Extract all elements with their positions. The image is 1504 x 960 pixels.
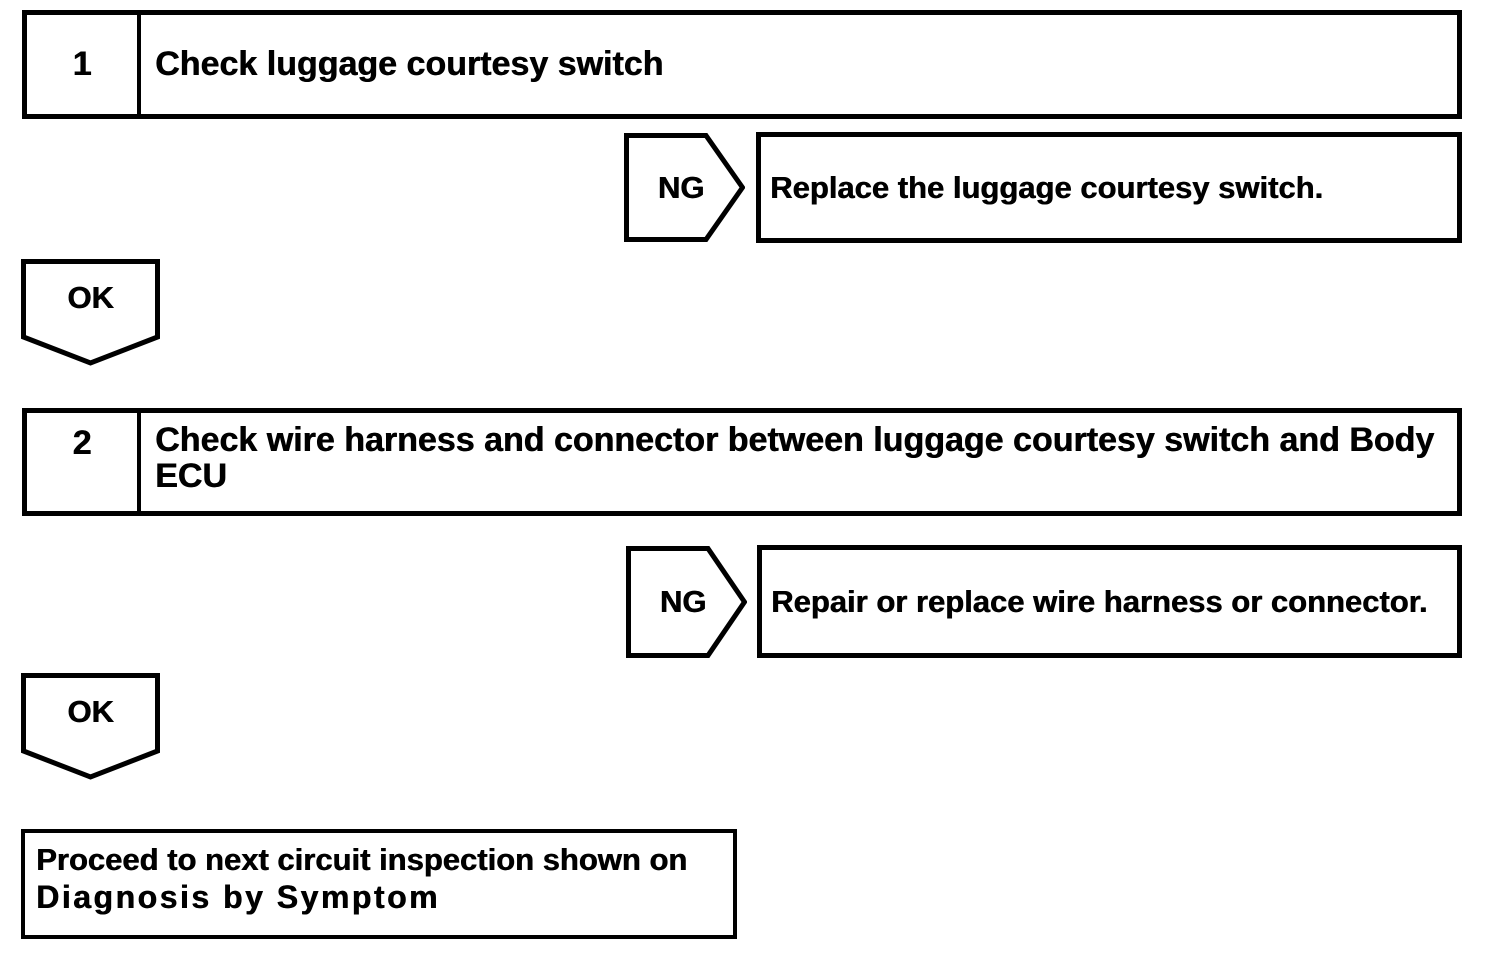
step-instruction-line: Check wire harness and connector between… bbox=[155, 421, 1435, 459]
ng-label: NG bbox=[657, 169, 705, 205]
ok-label: OK bbox=[67, 280, 114, 315]
step-number-cell: 2 bbox=[27, 413, 141, 511]
ng-arrow-icon bbox=[626, 546, 747, 658]
step-instruction-line: ECU bbox=[155, 457, 227, 496]
ng-pentagon: NG bbox=[626, 546, 747, 658]
ok-pentagon: OK bbox=[21, 673, 160, 780]
ng-result-box: Repair or replace wire harness or connec… bbox=[757, 545, 1462, 658]
step-instruction-line: Check luggage courtesy switch bbox=[155, 45, 664, 84]
ng-arrow-icon bbox=[624, 133, 745, 242]
terminal-line-1: Proceed to next circuit inspection shown… bbox=[36, 842, 688, 877]
ok-pentagon: OK bbox=[21, 259, 160, 366]
step-number-cell: 1 bbox=[27, 15, 141, 114]
ng-result-box: Replace the luggage courtesy switch. bbox=[756, 132, 1462, 243]
ok-arrow-icon bbox=[21, 259, 160, 366]
ok-arrow-icon bbox=[21, 673, 160, 780]
ng-label: NG bbox=[659, 584, 707, 619]
step-number: 2 bbox=[72, 424, 92, 462]
step-2-box: 2 Check wire harness and connector betwe… bbox=[22, 408, 1462, 516]
step-instruction: Check luggage courtesy switch bbox=[141, 15, 1457, 114]
ng-result-text: Replace the luggage courtesy switch. bbox=[770, 169, 1323, 205]
ng-result-text: Repair or replace wire harness or connec… bbox=[771, 583, 1428, 619]
step-instruction: Check wire harness and connector between… bbox=[141, 413, 1457, 511]
terminal-line-2: Diagnosis by Symptom bbox=[36, 879, 440, 916]
terminal-box: Proceed to next circuit inspection shown… bbox=[21, 829, 737, 939]
ng-pentagon: NG bbox=[624, 133, 745, 242]
step-1-box: 1 Check luggage courtesy switch bbox=[22, 10, 1462, 119]
step-number: 1 bbox=[72, 45, 92, 83]
ok-label: OK bbox=[67, 694, 114, 729]
